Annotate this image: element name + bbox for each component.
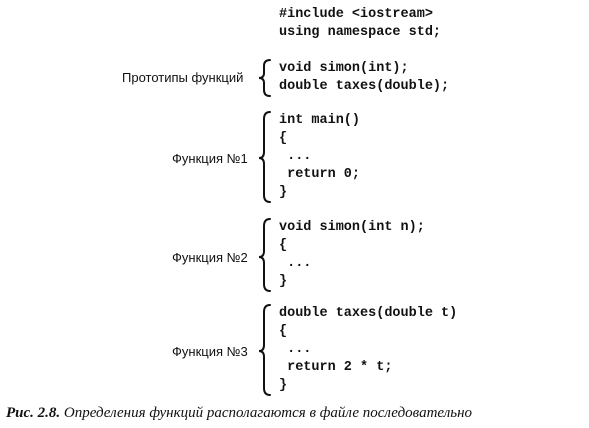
include-line: #include <iostream> xyxy=(279,7,433,22)
function-3-label: Функция №3 xyxy=(172,344,248,359)
namespace-line: using namespace std; xyxy=(279,25,442,40)
function-1-label: Функция №1 xyxy=(172,151,248,166)
prototypes-brace xyxy=(258,59,271,97)
function-1-line-3: ... xyxy=(279,149,312,164)
function-2-line-2: { xyxy=(279,238,288,253)
figure-caption-text: Определения функций располагаются в файл… xyxy=(63,405,473,421)
prototypes-label: Прототипы функций xyxy=(122,70,244,85)
function-3-line-2: { xyxy=(279,324,288,339)
function-2-line-1: void simon(int n); xyxy=(279,220,425,235)
function-2-label: Функция №2 xyxy=(172,250,248,265)
function-1-line-4: return 0; xyxy=(279,167,361,182)
function-2-line-3: ... xyxy=(279,256,312,271)
function-1-line-1: int main() xyxy=(279,113,361,128)
function-1-brace xyxy=(258,111,271,203)
function-1-line-2: { xyxy=(279,131,288,146)
function-2-line-4: } xyxy=(279,274,288,289)
function-2-brace xyxy=(258,218,271,292)
function-3-line-3: ... xyxy=(279,342,312,357)
figure-number: Рис. 2.8. xyxy=(6,405,61,421)
figure-caption: Рис. 2.8. Определения функций располагаю… xyxy=(6,405,472,422)
function-3-brace xyxy=(258,304,271,396)
function-3-line-5: } xyxy=(279,378,288,393)
prototype-line-2: double taxes(double); xyxy=(279,79,450,94)
function-1-line-5: } xyxy=(279,185,288,200)
prototype-line-1: void simon(int); xyxy=(279,61,409,76)
function-3-line-1: double taxes(double t) xyxy=(279,306,458,321)
function-3-line-4: return 2 * t; xyxy=(279,360,393,375)
